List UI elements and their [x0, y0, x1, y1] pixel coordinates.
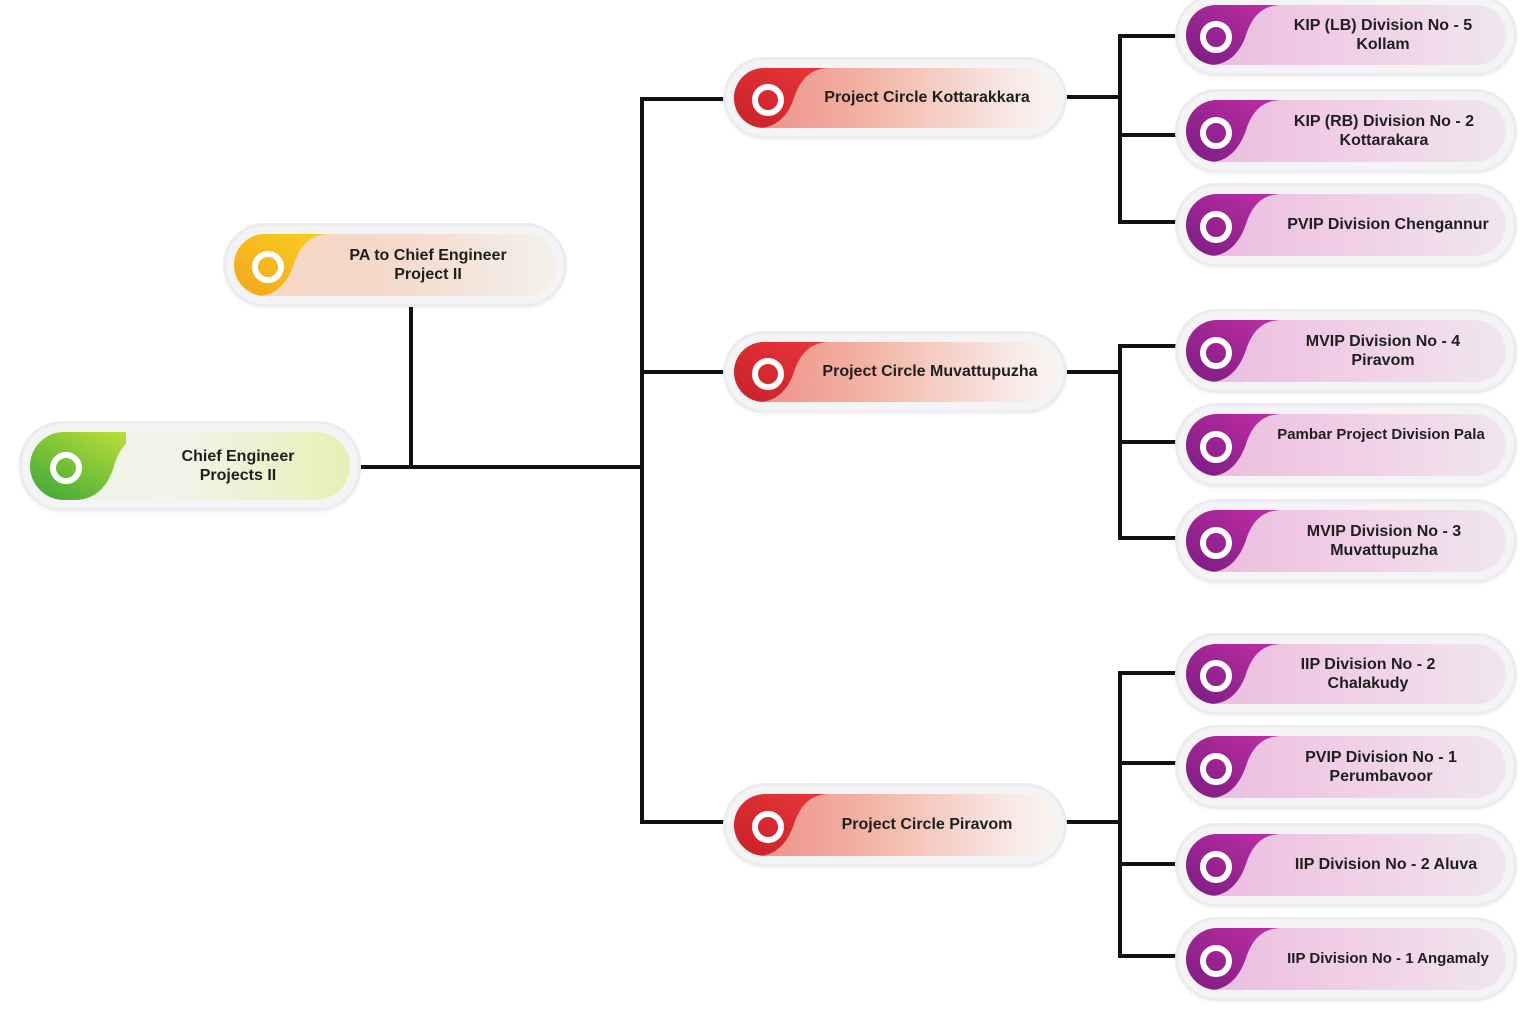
ring-icon [1200, 753, 1232, 785]
ring-icon [752, 84, 784, 116]
ring-icon [1200, 21, 1232, 53]
circle-node-kottarakkara: Project Circle Kottarakkara [726, 60, 1064, 136]
node-label: PVIP Division Chengannur [1287, 216, 1489, 234]
division-node-pambar-pala: Pambar Project Division Pala [1178, 406, 1514, 484]
node-label: Project Circle Kottarakkara [824, 89, 1030, 107]
ring-icon [1200, 851, 1232, 883]
division-node-iip-aluva: IIP Division No - 2 Aluva [1178, 826, 1514, 904]
ring-icon [1200, 945, 1232, 977]
ring-icon [752, 811, 784, 843]
node-label: Pambar Project Division Pala [1277, 426, 1485, 443]
node-label: Project Circle Piravom [841, 816, 1013, 834]
ring-icon [1200, 337, 1232, 369]
node-label: Project Circle Muvattupuzha [822, 363, 1038, 381]
ring-icon [50, 452, 82, 484]
ring-icon [1200, 431, 1232, 463]
ring-icon [1200, 660, 1232, 692]
ring-icon [1200, 211, 1232, 243]
division-node-iip-angamaly: IIP Division No - 1 Angamaly [1178, 920, 1514, 998]
circle-node-piravom: Project Circle Piravom [726, 786, 1064, 864]
node-label: IIP Division No - 2 Aluva [1294, 856, 1478, 874]
ring-icon [1200, 117, 1232, 149]
circle-node-muvattupuzha: Project Circle Muvattupuzha [726, 334, 1064, 410]
ring-icon [1200, 527, 1232, 559]
ring-icon [252, 251, 284, 283]
division-node-pvip-chengannur: PVIP Division Chengannur [1178, 186, 1514, 264]
node-label: IIP Division No - 1 Angamaly [1287, 950, 1489, 967]
ring-icon [752, 358, 784, 390]
